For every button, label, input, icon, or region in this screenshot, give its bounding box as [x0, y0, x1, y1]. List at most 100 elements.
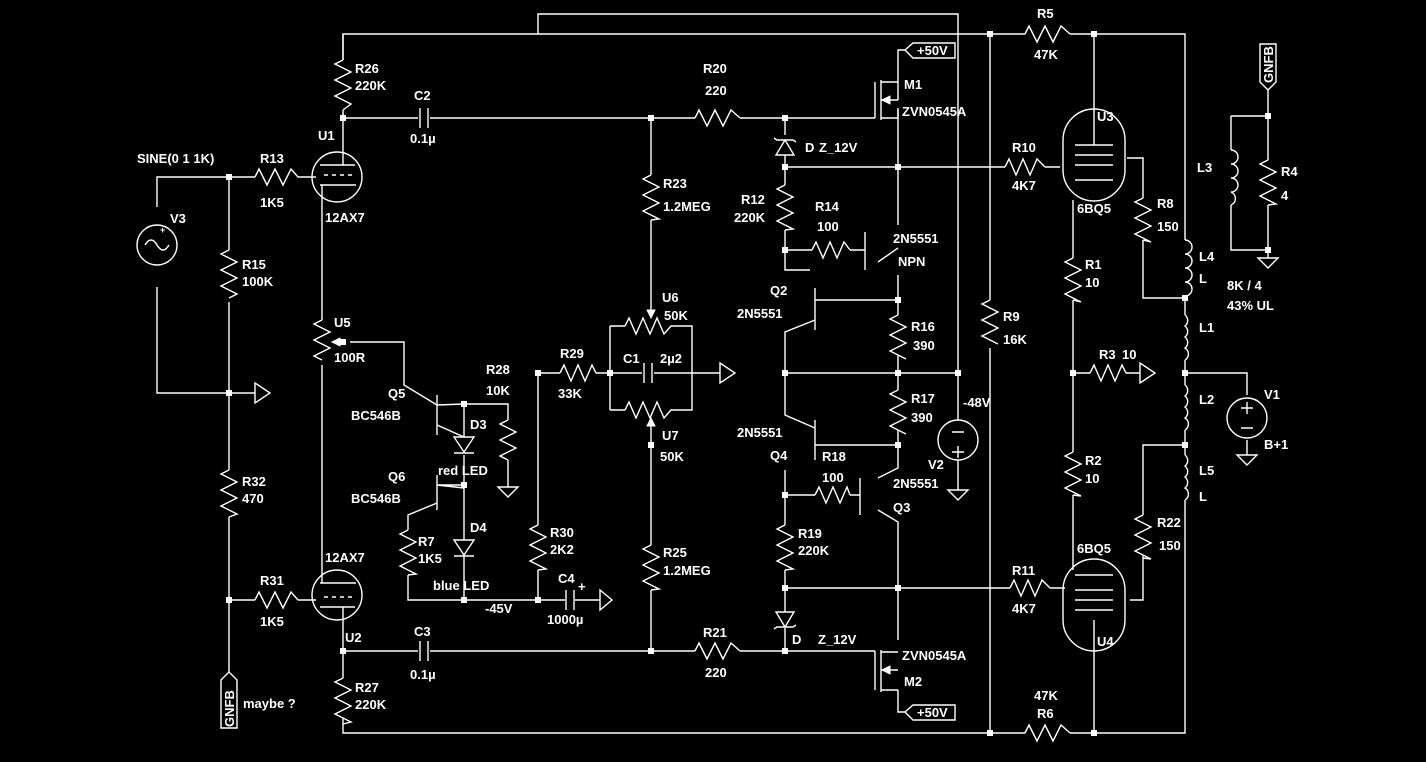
- r11-value: 4K7: [1012, 601, 1036, 616]
- m1-supply: +50V: [917, 43, 948, 58]
- r12-value: 220K: [734, 210, 766, 225]
- resistor-r8: [1133, 197, 1153, 243]
- u3-ref: U3: [1097, 109, 1114, 124]
- resistor-r32: [219, 469, 239, 518]
- resistor-r13: [254, 167, 299, 187]
- resistor-r1: [1063, 257, 1083, 303]
- pentode-u4: [1062, 558, 1126, 652]
- resistor-r27: [333, 677, 354, 725]
- r9-ref: R9: [1003, 309, 1020, 324]
- r2-value: 10: [1085, 471, 1099, 486]
- resistor-r6: [1024, 723, 1071, 743]
- v1-value: B+1: [1264, 437, 1288, 452]
- potentiometer-u6: [624, 309, 678, 336]
- c4-polarity: +: [578, 579, 586, 594]
- u4-type: 6BQ5: [1077, 541, 1111, 556]
- u2-type: 12AX7: [325, 550, 365, 565]
- resistor-r26: [333, 59, 353, 111]
- c1-ref: C1: [623, 351, 640, 366]
- q5-ref: Q5: [388, 386, 405, 401]
- v1-ref: V1: [1264, 387, 1280, 402]
- zener-bot-type: Z_12V: [818, 632, 857, 647]
- resistor-r31: [254, 590, 299, 610]
- c4-value: 1000µ: [547, 612, 583, 627]
- resistor-r10: [1004, 157, 1046, 177]
- ground-symbols: [254, 257, 1280, 405]
- resistor-r23: [641, 174, 662, 221]
- resistor-r16: [888, 314, 908, 360]
- resistor-r2: [1063, 451, 1083, 497]
- r27-value: 220K: [355, 697, 387, 712]
- l1-ref: L1: [1199, 320, 1214, 335]
- resistor-r22: [1133, 514, 1153, 560]
- r22-value: 150: [1159, 538, 1181, 553]
- c3-value: 0.1µ: [410, 667, 436, 682]
- triode-u2: [311, 560, 363, 621]
- r15-ref: R15: [242, 257, 266, 272]
- m2-supply: +50V: [917, 705, 948, 720]
- transformer-note-1: 8K / 4: [1227, 278, 1262, 293]
- r3-ref: R3: [1099, 347, 1116, 362]
- q2-ref: Q2: [770, 283, 787, 298]
- r21-value: 220: [705, 665, 727, 680]
- r1-value: 10: [1085, 275, 1099, 290]
- r13-value: 1K5: [260, 195, 284, 210]
- u1-type: 12AX7: [325, 210, 365, 225]
- r32-value: 470: [242, 491, 264, 506]
- m2-type: ZVN0545A: [902, 648, 967, 663]
- resistor-r25: [641, 544, 662, 591]
- resistor-r19: [775, 524, 796, 571]
- q6-ref: Q6: [388, 469, 405, 484]
- v3-ref: V3: [170, 211, 186, 226]
- r16-ref: R16: [911, 319, 935, 334]
- v1-source: [1226, 397, 1268, 466]
- v3-spec: SINE(0 1 1K): [137, 151, 214, 166]
- supply-flag-top: [903, 42, 956, 59]
- d4-type: blue LED: [433, 578, 489, 593]
- l4-value: L: [1199, 271, 1207, 286]
- r4-value: 4: [1281, 188, 1289, 203]
- zener-bottom: [773, 611, 797, 630]
- r5-ref: R5: [1037, 6, 1054, 21]
- r13-ref: R13: [260, 151, 284, 166]
- c4-ref: C4: [558, 571, 575, 586]
- pentode-u3: [1062, 108, 1126, 202]
- resistor-r21: [694, 641, 741, 661]
- q6-type: BC546B: [351, 491, 401, 506]
- r19-ref: R19: [798, 526, 822, 541]
- q3-type: 2N5551: [893, 476, 939, 491]
- led-d4: [452, 539, 476, 557]
- l4-ref: L4: [1199, 249, 1215, 264]
- r8-ref: R8: [1157, 196, 1174, 211]
- r6-ref: R6: [1037, 706, 1054, 721]
- l5-ref: L5: [1199, 463, 1214, 478]
- r29-value: 33K: [558, 386, 582, 401]
- r3-value: 10: [1122, 347, 1136, 362]
- r22-ref: R22: [1157, 515, 1181, 530]
- inductor-l2: [1183, 384, 1190, 431]
- r23-value: 1.2MEG: [663, 199, 711, 214]
- r6-value: 47K: [1034, 688, 1058, 703]
- capacitor-c2: [419, 108, 429, 128]
- u7-value: 50K: [660, 449, 684, 464]
- capacitor-c3: [419, 641, 429, 661]
- resistor-r14: [811, 240, 851, 260]
- zener-top-type: Z_12V: [819, 140, 858, 155]
- inductor-l3: [1230, 149, 1239, 206]
- r28-ref: R28: [486, 362, 510, 377]
- m1-ref: M1: [904, 77, 922, 92]
- r31-value: 1K5: [260, 614, 284, 629]
- r30-value: 2K2: [550, 542, 574, 557]
- r20-ref: R20: [703, 61, 727, 76]
- u6-ref: U6: [662, 290, 679, 305]
- zener-bot-ref: D: [792, 632, 801, 647]
- zener-top-ref: D: [805, 140, 814, 155]
- r9-value: 16K: [1003, 332, 1027, 347]
- r8-value: 150: [1157, 219, 1179, 234]
- r4-ref: R4: [1281, 164, 1298, 179]
- resistor-r7: [398, 529, 419, 576]
- capacitor-c4: [565, 588, 614, 612]
- supply-flag-bottom: [903, 704, 956, 721]
- r14-ref: R14: [815, 199, 840, 214]
- r25-ref: R25: [663, 545, 687, 560]
